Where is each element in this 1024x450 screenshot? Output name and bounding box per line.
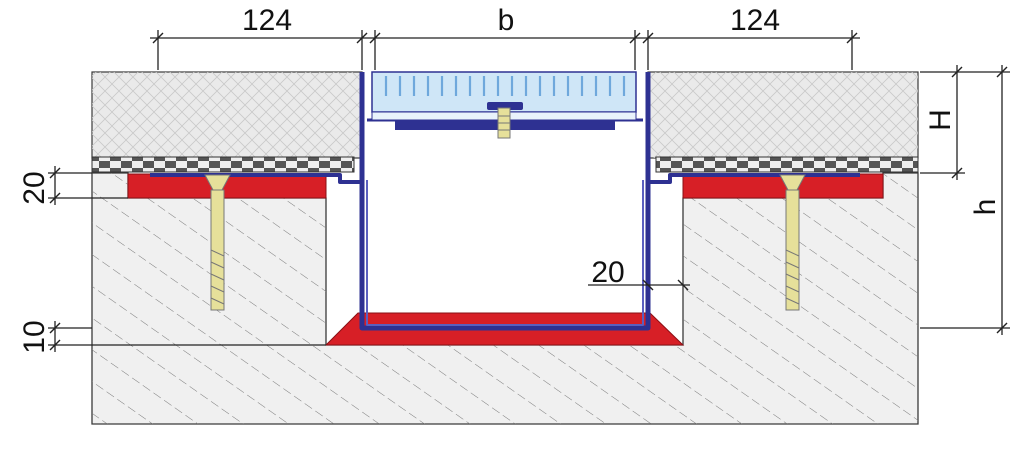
dim-right-width: 124	[730, 4, 780, 37]
dim-mortar-top: 20	[18, 171, 51, 204]
screed-layer	[91, 71, 919, 159]
anchor-screw-left	[204, 174, 231, 311]
tile-layer	[91, 156, 919, 173]
top-dimensions	[150, 30, 860, 70]
grating-bolt	[487, 102, 523, 139]
dim-channel-width: b	[498, 4, 515, 37]
dim-wall-gap: 20	[591, 256, 624, 289]
anchor-screw-right	[779, 174, 806, 311]
wall-gap-dimension	[588, 279, 690, 291]
left-dimensions	[48, 166, 326, 352]
concrete-slab	[91, 172, 919, 425]
dim-left-width: 124	[242, 4, 292, 37]
dim-total-height: h	[969, 199, 1002, 216]
dim-mortar-bottom: 10	[18, 320, 51, 353]
right-dimensions	[920, 65, 1010, 335]
dim-grating-height: H	[924, 109, 957, 131]
